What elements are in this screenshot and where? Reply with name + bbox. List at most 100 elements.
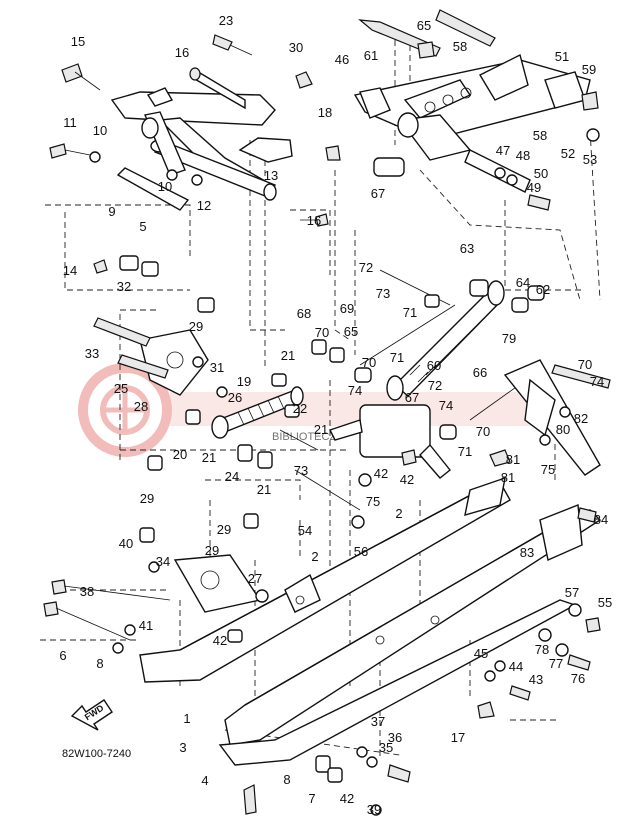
rear-axle-assembly <box>329 359 611 529</box>
callout-number: 65 <box>417 18 431 33</box>
callout-number: 81 <box>506 452 520 467</box>
forward-direction-arrow <box>70 699 113 731</box>
front-arm-small-parts <box>49 34 341 313</box>
callout-number: 34 <box>156 554 170 569</box>
callout-number: 83 <box>520 545 534 560</box>
callout-number: 66 <box>473 365 487 380</box>
callout-number: 2 <box>395 506 402 521</box>
callout-number: 10 <box>158 179 172 194</box>
callout-number: 74 <box>590 374 604 389</box>
callout-number: 7 <box>308 791 315 806</box>
callout-number: 78 <box>535 642 549 657</box>
rear-shock-absorber <box>354 269 545 440</box>
callout-number: 60 <box>427 358 441 373</box>
callout-number: 52 <box>561 146 575 161</box>
callout-number: 65 <box>344 324 358 339</box>
callout-number: 1 <box>183 711 190 726</box>
callout-number: 56 <box>354 544 368 559</box>
callout-number: 18 <box>318 105 332 120</box>
callout-number: 35 <box>379 740 393 755</box>
callout-number: 53 <box>583 152 597 167</box>
callout-number: 49 <box>527 180 541 195</box>
callout-number: 71 <box>403 305 417 320</box>
callout-number: 58 <box>453 39 467 54</box>
drawing-code: 82W100-7240 <box>62 748 131 760</box>
callout-number: 6 <box>59 648 66 663</box>
callout-number: 29 <box>189 319 203 334</box>
callout-number: 15 <box>71 34 85 49</box>
callout-number: 70 <box>315 325 329 340</box>
callout-number: 3 <box>179 740 186 755</box>
callout-number: 71 <box>458 444 472 459</box>
callout-number: 47 <box>496 143 510 158</box>
callout-number: 11 <box>63 115 77 130</box>
callout-number: 17 <box>451 730 465 745</box>
callout-number: 41 <box>139 618 153 633</box>
callout-number: 21 <box>281 348 295 363</box>
callout-number: 45 <box>474 646 488 661</box>
callout-number: 9 <box>108 204 115 219</box>
callout-number: 36 <box>388 730 402 745</box>
callout-number: 79 <box>502 331 516 346</box>
callout-number: 51 <box>555 49 569 64</box>
callout-number: 37 <box>371 714 385 729</box>
callout-number: 16 <box>175 45 189 60</box>
callout-number: 16 <box>307 213 321 228</box>
callout-number: 29 <box>217 522 231 537</box>
assembly-leader-lines <box>40 30 601 760</box>
callout-number: 71 <box>390 350 404 365</box>
callout-number: 27 <box>248 571 262 586</box>
rear-suspension-arm <box>353 9 600 211</box>
callout-number: 12 <box>197 198 211 213</box>
callout-number: 70 <box>362 355 376 370</box>
callout-number: 69 <box>340 301 354 316</box>
callout-number: 50 <box>534 166 548 181</box>
callout-number: 21 <box>314 422 328 437</box>
callout-number: 19 <box>237 374 251 389</box>
callout-number: 70 <box>578 357 592 372</box>
callout-number: 30 <box>289 40 303 55</box>
callout-number: 73 <box>376 286 390 301</box>
callout-number: 28 <box>134 399 148 414</box>
callout-number: 20 <box>173 447 187 462</box>
callout-number: 43 <box>529 672 543 687</box>
callout-number: 55 <box>598 595 612 610</box>
callout-number: 25 <box>114 381 128 396</box>
callout-number: 72 <box>359 260 373 275</box>
callout-number: 72 <box>428 378 442 393</box>
callout-number: 59 <box>582 62 596 77</box>
slide-rails <box>139 476 602 766</box>
callout-number: 21 <box>257 482 271 497</box>
callout-number: 73 <box>294 463 308 478</box>
callout-number: 14 <box>63 263 77 278</box>
callout-number: 29 <box>140 491 154 506</box>
callout-number: 39 <box>367 802 381 817</box>
callout-number: 40 <box>119 536 133 551</box>
callout-number: 26 <box>228 390 242 405</box>
callout-number: 44 <box>509 659 523 674</box>
callout-number: 42 <box>213 633 227 648</box>
callout-number: 62 <box>536 282 550 297</box>
callout-number: 68 <box>297 306 311 321</box>
callout-number: 61 <box>364 48 378 63</box>
callout-number: 22 <box>293 401 307 416</box>
callout-number: 80 <box>556 422 570 437</box>
callout-number: 32 <box>117 279 131 294</box>
callout-number: 8 <box>283 772 290 787</box>
callout-number: 76 <box>571 671 585 686</box>
callout-number: 75 <box>541 462 555 477</box>
callout-number: 29 <box>205 543 219 558</box>
callout-number: 38 <box>80 584 94 599</box>
callout-number: 4 <box>201 773 208 788</box>
callout-number: 8 <box>96 656 103 671</box>
callout-number: 13 <box>264 168 278 183</box>
callout-number: 67 <box>405 390 419 405</box>
callout-number: 2 <box>311 549 318 564</box>
callout-number: 54 <box>298 523 312 538</box>
lower-hardware <box>43 455 601 816</box>
callout-number: 10 <box>93 123 107 138</box>
callout-number: 63 <box>460 241 474 256</box>
